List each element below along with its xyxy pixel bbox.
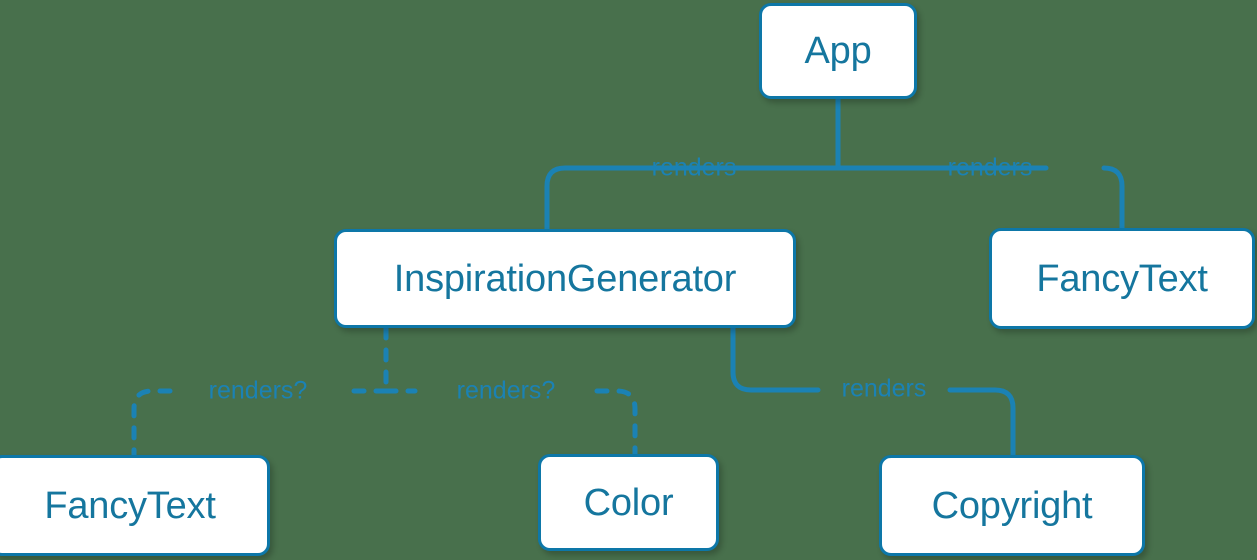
edge-label-app-to-inspiration-generator: renders bbox=[651, 153, 737, 182]
node-app-label: App bbox=[804, 30, 872, 72]
node-color[interactable]: Color bbox=[538, 454, 719, 551]
node-copyright[interactable]: Copyright bbox=[879, 455, 1145, 556]
node-fancytext-top-label: FancyText bbox=[1036, 257, 1208, 300]
edge-label-inspiration-generator-to-copyright: renders bbox=[841, 374, 927, 403]
edge-inspiration-generator-to-fancytext-bottom bbox=[131, 388, 389, 458]
edge-label-inspiration-generator-to-fancytext-bottom: renders? bbox=[208, 376, 308, 405]
edge-app-to-inspiration-generator bbox=[544, 165, 841, 232]
node-inspiration-generator[interactable]: InspirationGenerator bbox=[334, 229, 796, 328]
node-copyright-label: Copyright bbox=[931, 484, 1093, 527]
edge-label-app-to-fancytext-top: renders bbox=[947, 153, 1033, 182]
node-app[interactable]: App bbox=[759, 3, 917, 99]
node-fancytext-bottom[interactable]: FancyText bbox=[0, 455, 270, 556]
edge-inspiration-generator-to-color bbox=[383, 388, 638, 457]
edge-label-inspiration-generator-to-color: renders? bbox=[456, 376, 556, 405]
edge-app-to-fancytext-top bbox=[835, 165, 1125, 231]
node-fancytext-top[interactable]: FancyText bbox=[989, 228, 1255, 329]
edge-inspiration-generator-to-copyright bbox=[730, 325, 1016, 458]
node-inspiration-generator-label: InspirationGenerator bbox=[393, 257, 737, 300]
node-fancytext-bottom-label: FancyText bbox=[44, 484, 216, 527]
node-color-label: Color bbox=[583, 481, 674, 524]
